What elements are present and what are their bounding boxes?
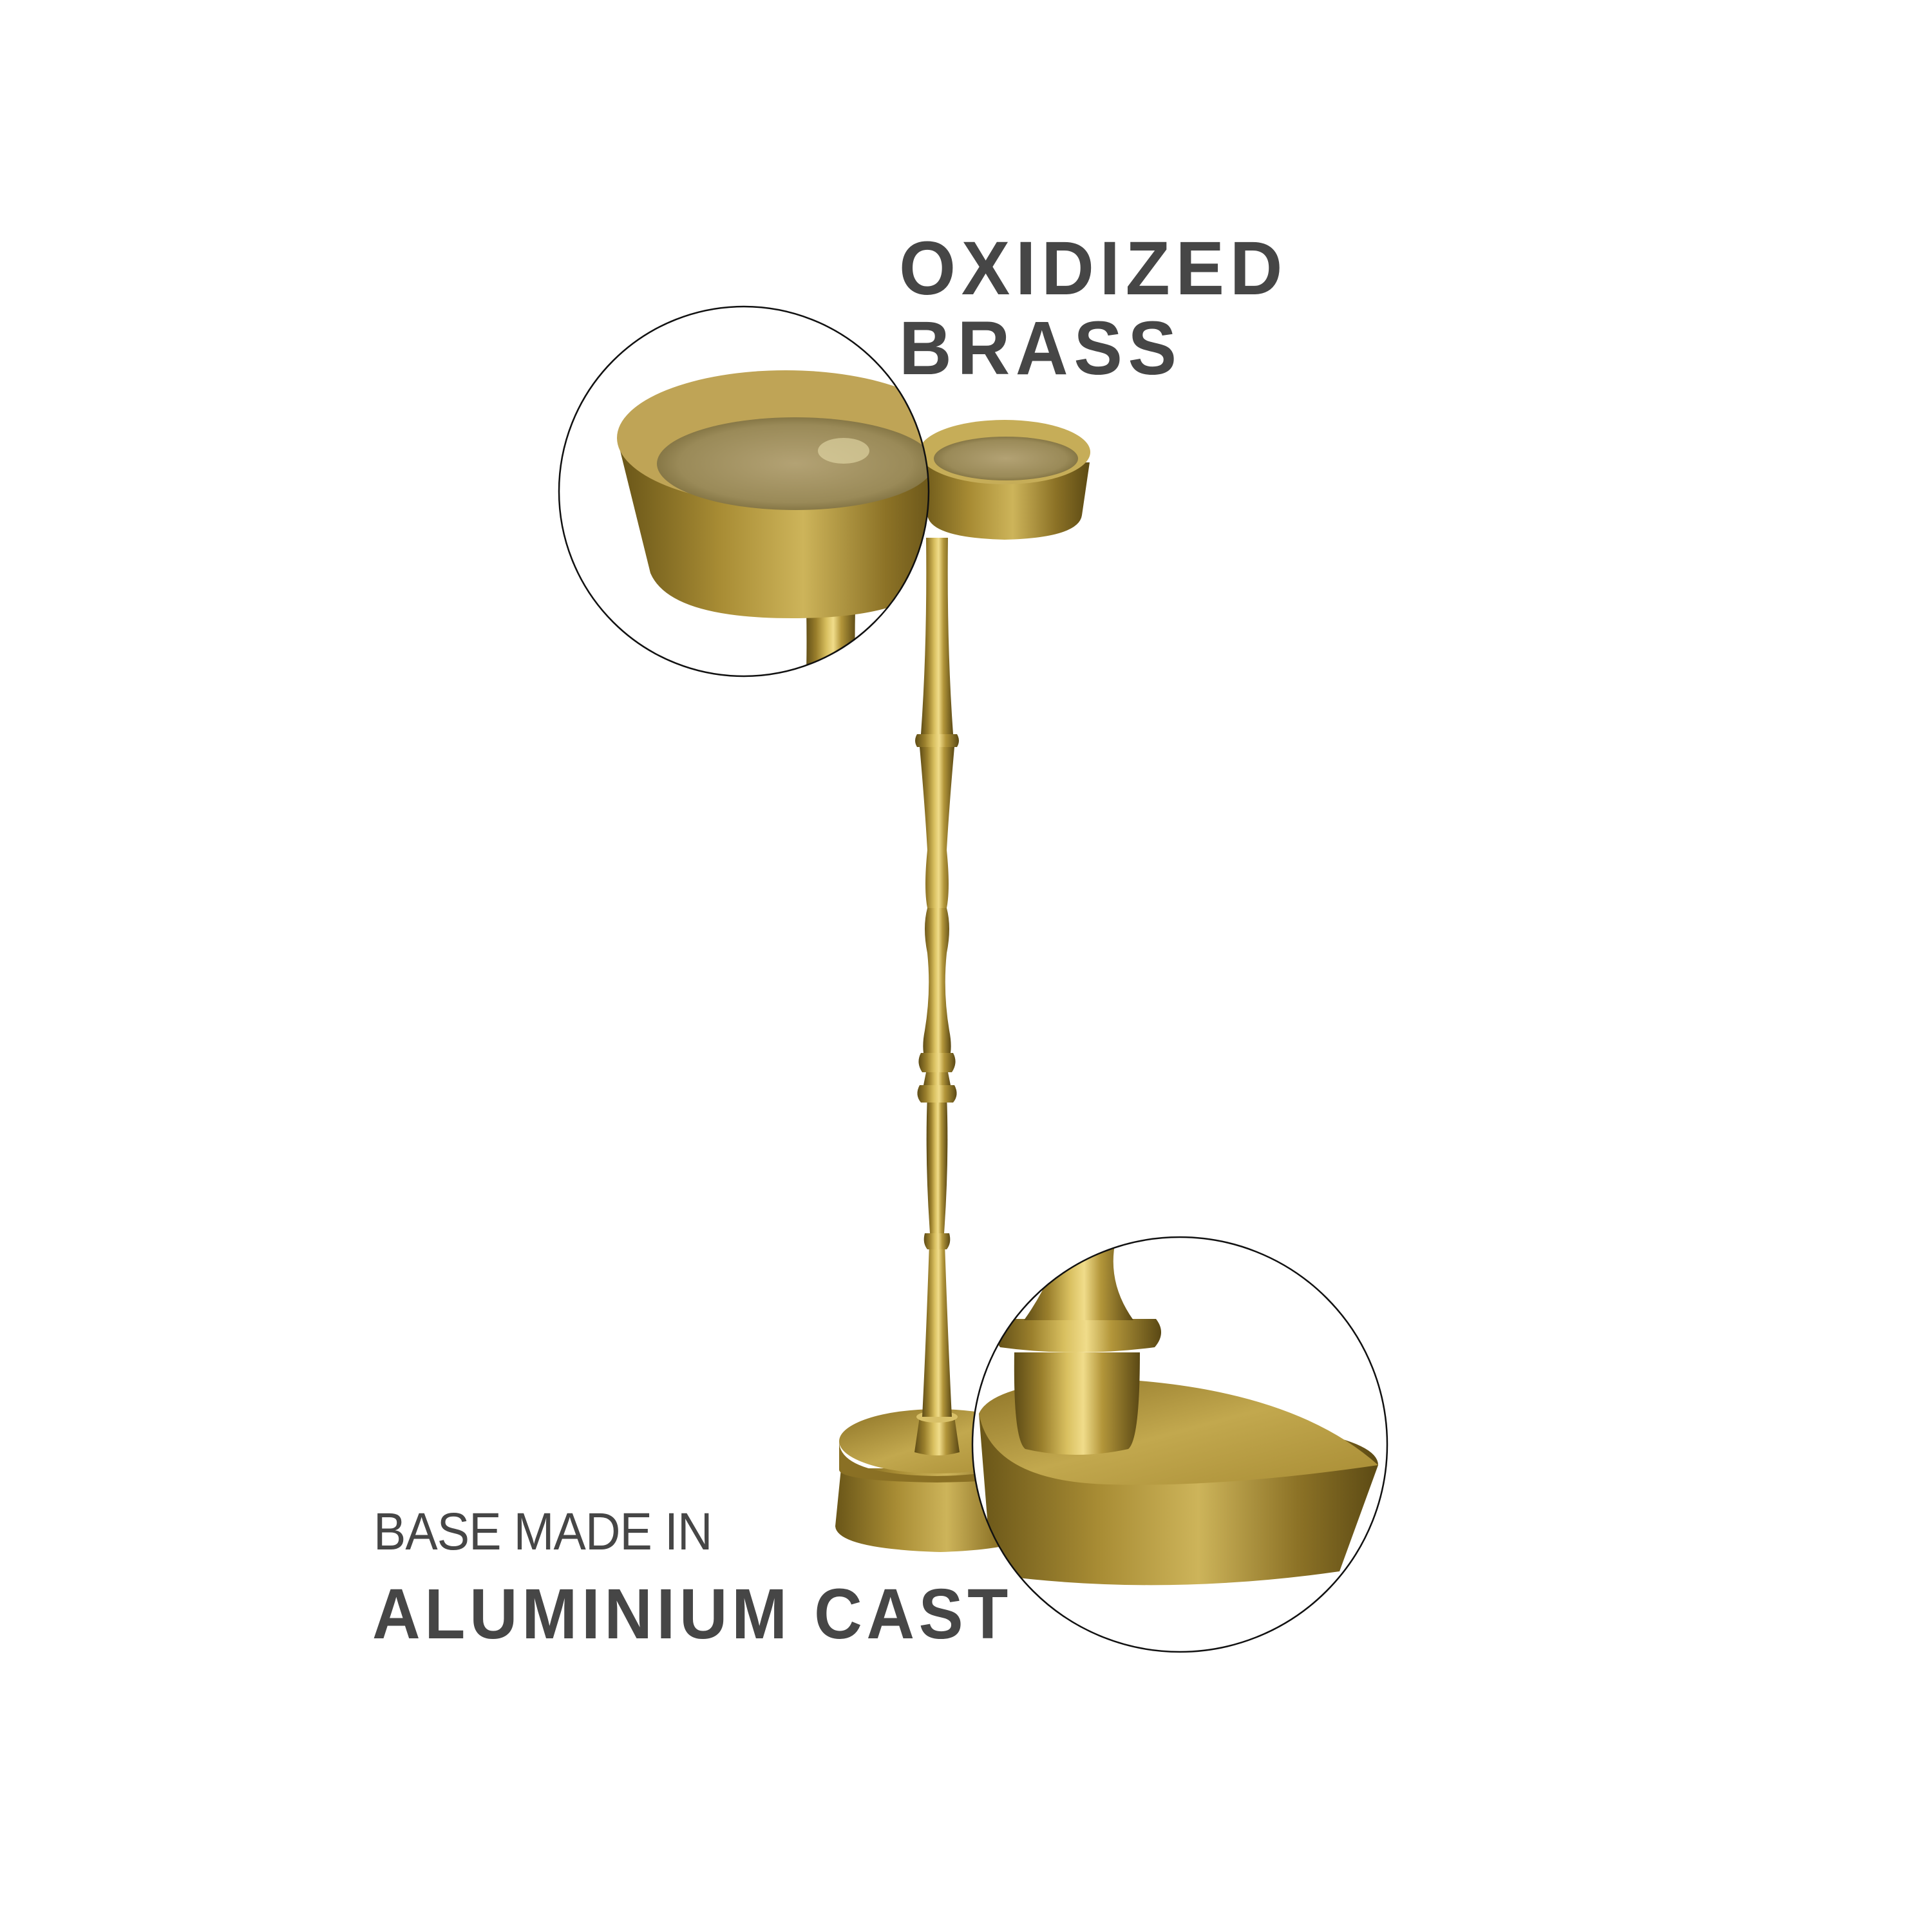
- tray: [919, 420, 1090, 540]
- callout-oxidized-label: OXIDIZED: [899, 226, 1289, 311]
- base-closeup-magnifier: [971, 1236, 1388, 1653]
- callout-base-made-in-label: BASE MADE IN: [374, 1502, 712, 1561]
- tray-closeup-magnifier: [558, 305, 930, 677]
- main-product: [835, 420, 1090, 1552]
- callout-brass-label: BRASS: [899, 306, 1182, 391]
- callout-aluminium-cast-label: ALUMINIUM CAST: [372, 1575, 1012, 1654]
